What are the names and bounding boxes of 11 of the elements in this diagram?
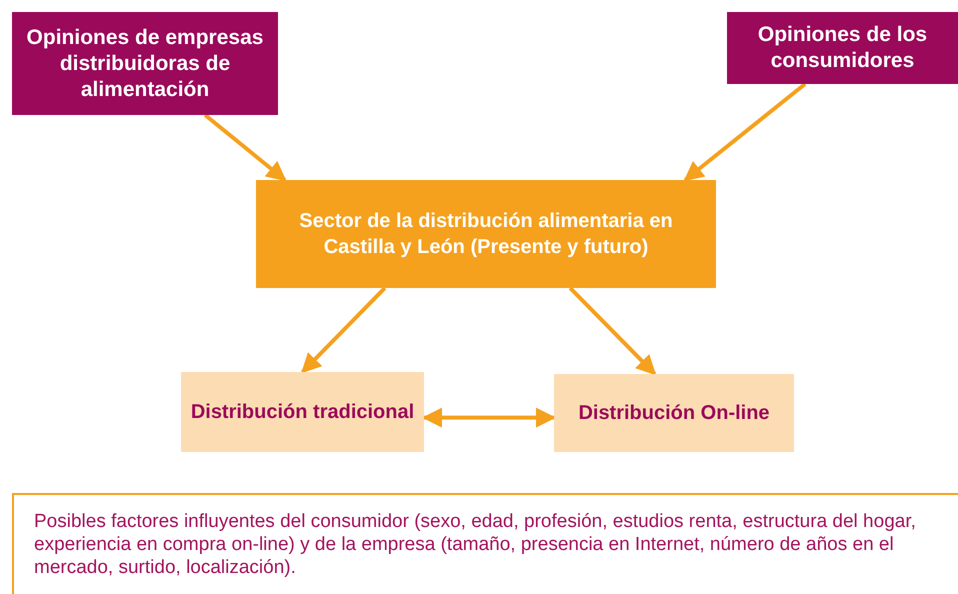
arrow <box>568 286 656 376</box>
source-box: Opiniones de empresas distribuidoras de alimentación <box>12 12 278 115</box>
channel-box: Distribución tradicional <box>181 372 424 452</box>
source-box: Opiniones de los consumidores <box>727 12 958 84</box>
sector-box: Sector de la distribución alimentaria en Castilla y León (Presente y futuro) <box>256 180 716 288</box>
arrow <box>204 113 287 182</box>
arrow <box>684 82 806 182</box>
channel-box: Distribución On-line <box>554 374 794 452</box>
note-box: Posibles factores influyentes del consumidor (sexo, edad, profesión, estudios renta, estructura del hogar, experiencia en compra on-line) y de la empresa (tamaño, presencia en Internet, número de años en el mercado, surtido, localización). <box>12 493 958 594</box>
arrow <box>422 408 556 428</box>
arrow <box>301 286 386 374</box>
